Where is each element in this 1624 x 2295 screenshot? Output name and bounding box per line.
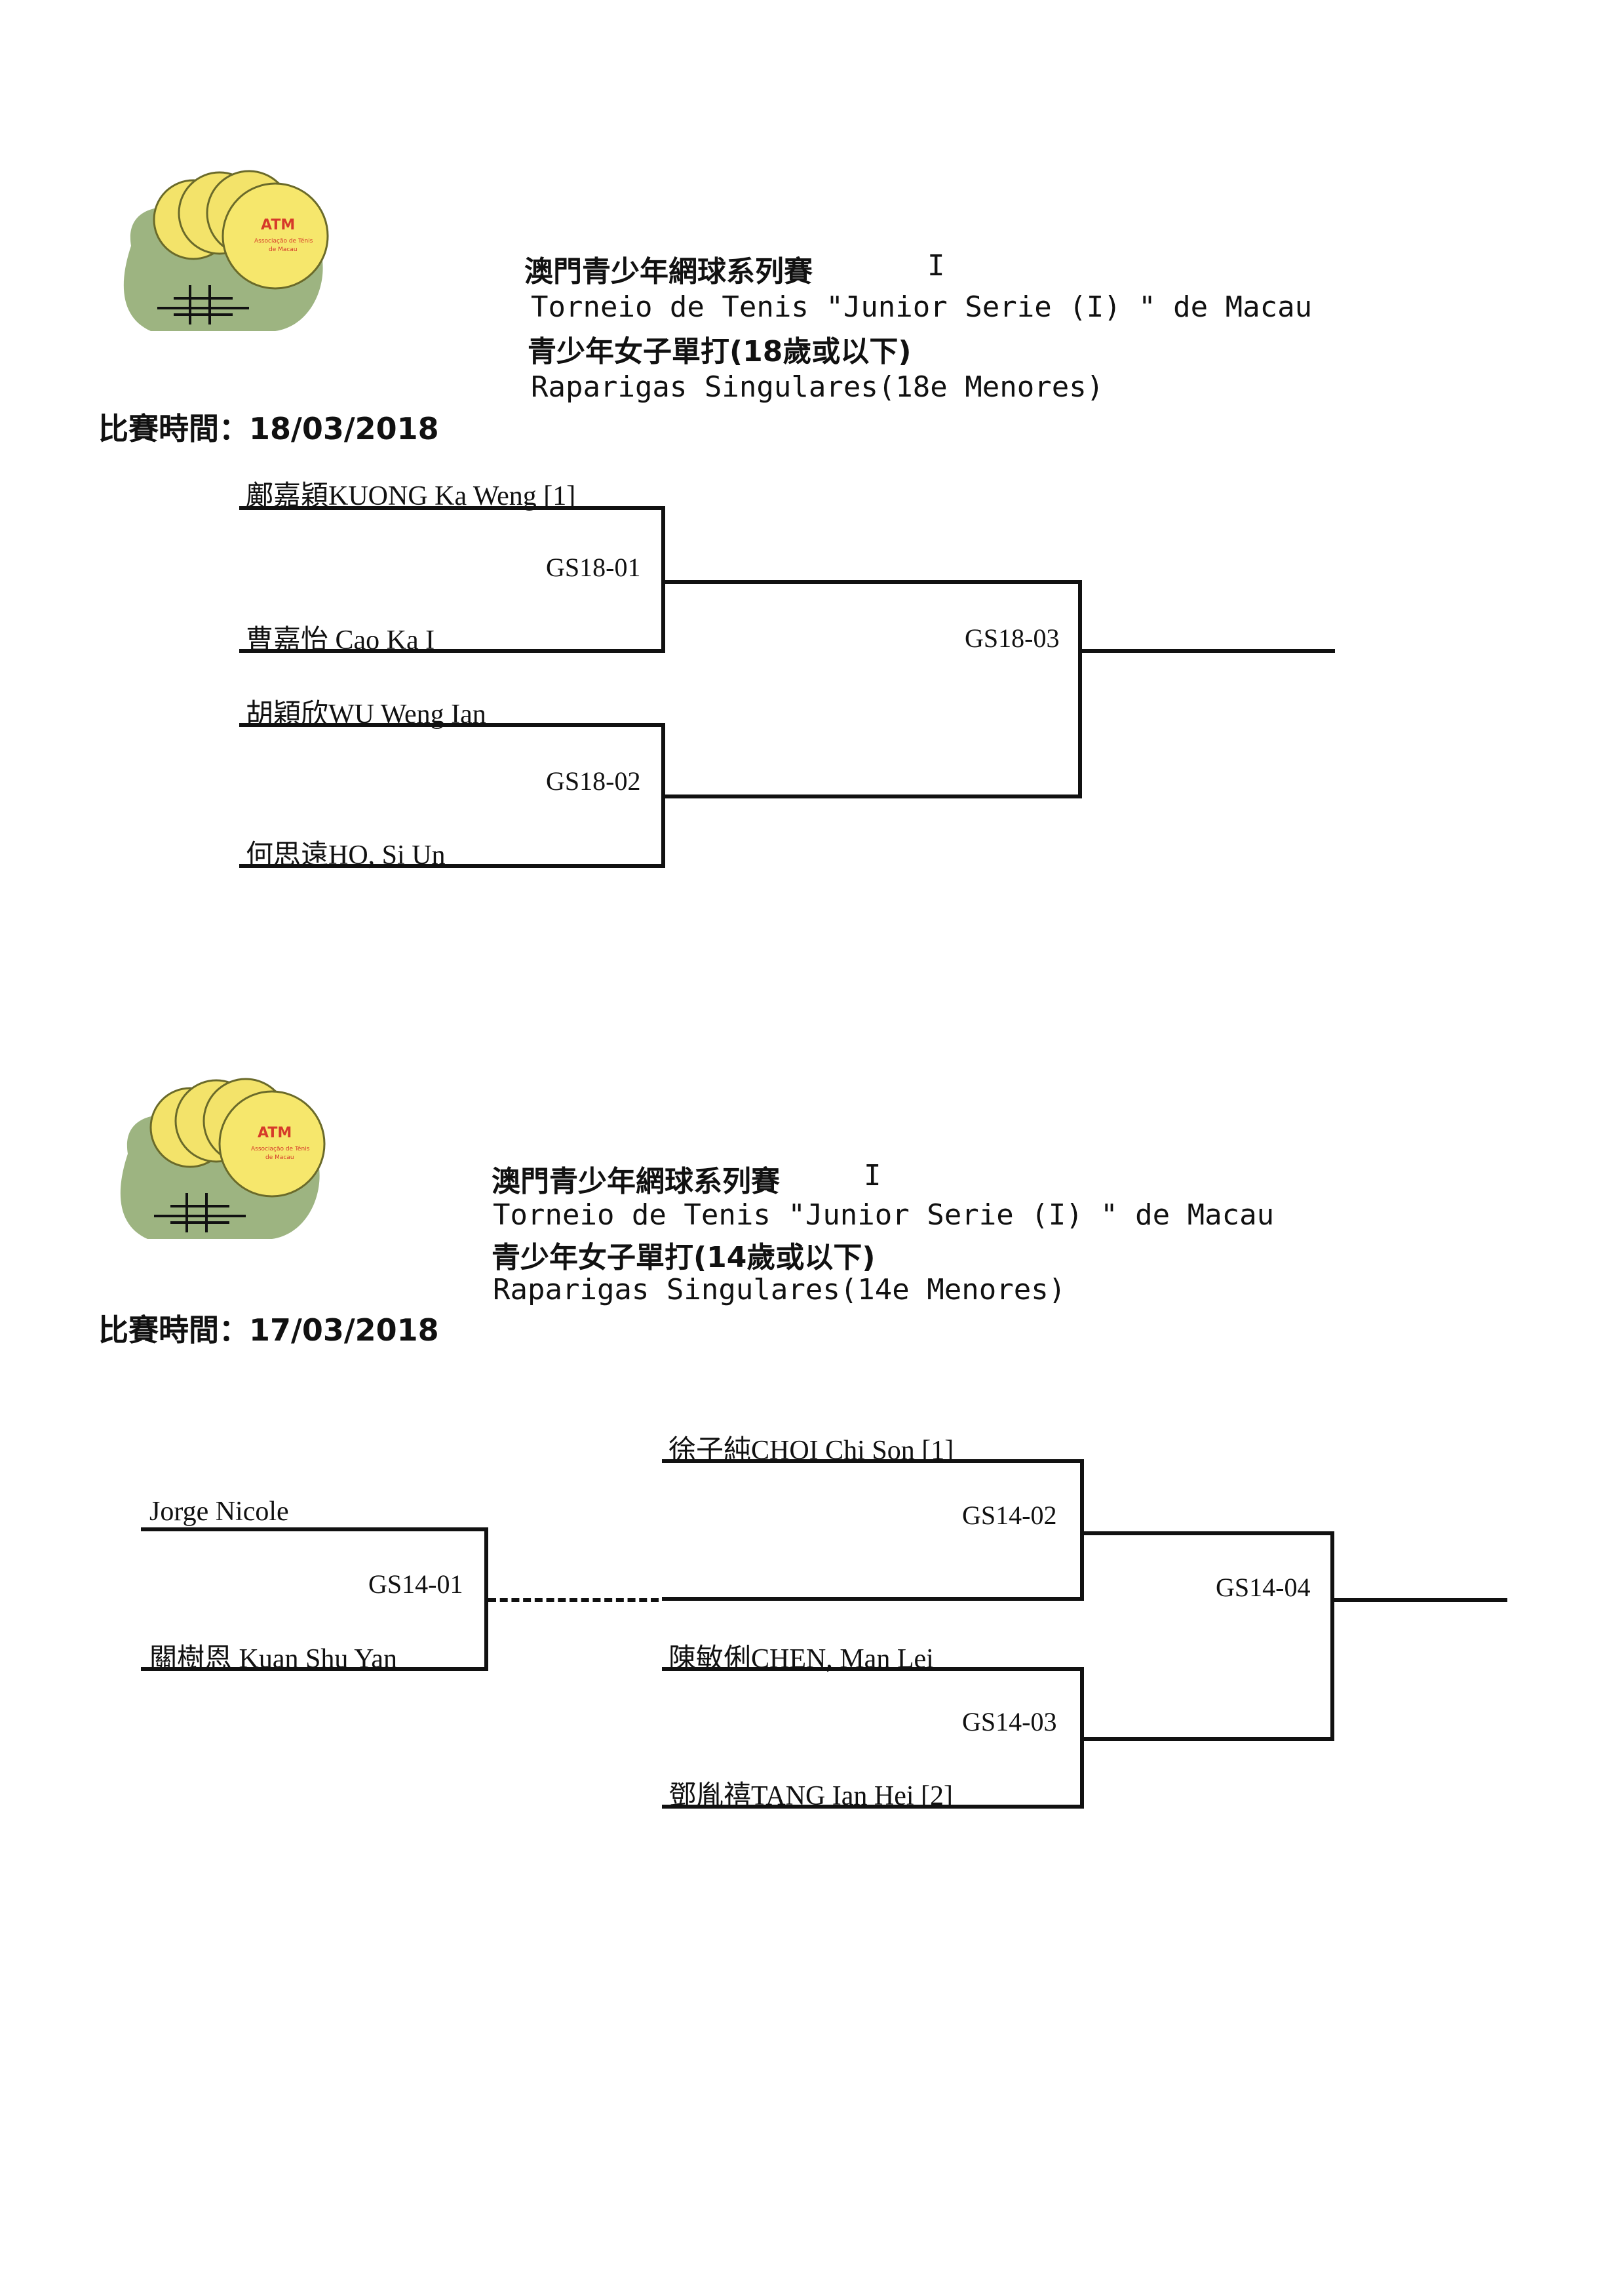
- tournament-roman-1: I: [927, 249, 945, 283]
- player-slot: Jorge Nicole: [149, 1497, 289, 1527]
- bracket-line: [661, 580, 1082, 584]
- match-date-2: 比賽時間：17/03/2018: [98, 1312, 439, 1348]
- tournament-title-cn-2: 澳門青少年網球系列賽: [492, 1165, 780, 1198]
- tournament-title-cn-1: 澳門青少年網球系列賽: [524, 255, 813, 288]
- bracket-line: [239, 506, 665, 510]
- match-code: GS18-03: [965, 623, 1060, 653]
- event-title-cn-1: 青少年女子單打(18歲或以下): [528, 335, 912, 368]
- match-code: GS14-02: [962, 1501, 1057, 1530]
- logo-mark-1: ATM: [261, 217, 295, 233]
- match-date-1: 比賽時間：18/03/2018: [98, 411, 439, 446]
- bracket-line: [1080, 1737, 1334, 1741]
- bracket-dashed-connector: [488, 1598, 659, 1602]
- logo-mark-2: ATM: [258, 1125, 292, 1141]
- svg-text:Associação de Ténis: Associação de Ténis: [251, 1145, 310, 1152]
- bracket-line: [1078, 580, 1082, 798]
- match-code: GS18-02: [546, 766, 641, 796]
- logo-1: ATM Associação de Ténis de Macau: [111, 167, 341, 341]
- bracket-line: [662, 1805, 1084, 1809]
- bracket-line: [141, 1527, 488, 1531]
- tournament-title-pt-1: Torneio de Tenis "Junior Serie (I) " de …: [531, 290, 1313, 324]
- bracket-line: [1330, 1531, 1334, 1741]
- bracket-line: [1080, 1531, 1334, 1535]
- bracket-line: [662, 1459, 1084, 1463]
- bracket-line: [484, 1527, 488, 1671]
- bracket-line: [239, 649, 665, 653]
- bracket-line: [661, 506, 665, 653]
- bracket-line: [141, 1667, 488, 1671]
- tournament-roman-2: I: [864, 1159, 881, 1192]
- match-code: GS14-01: [368, 1569, 463, 1599]
- bracket-line: [1078, 649, 1335, 653]
- svg-text:de Macau: de Macau: [269, 246, 298, 253]
- bracket-line: [1080, 1459, 1084, 1601]
- event-title-pt-2: Raparigas Singulares(14e Menores): [493, 1273, 1066, 1306]
- match-code: GS18-01: [546, 553, 641, 582]
- bracket-line: [1330, 1598, 1507, 1602]
- event-title-cn-2: 青少年女子單打(14歲或以下): [492, 1241, 876, 1274]
- match-code: GS14-03: [962, 1707, 1057, 1736]
- bracket-line: [239, 864, 665, 868]
- bracket-line: [662, 1597, 1084, 1601]
- event-title-pt-1: Raparigas Singulares(18e Menores): [531, 370, 1104, 404]
- match-code: GS14-04: [1216, 1573, 1311, 1602]
- logo-2: ATM Associação de Ténis de Macau: [108, 1075, 338, 1249]
- bracket-line: [239, 723, 665, 727]
- svg-text:de Macau: de Macau: [265, 1154, 294, 1161]
- bracket-line: [662, 1667, 1084, 1671]
- tournament-title-pt-2: Torneio de Tenis "Junior Serie (I) " de …: [493, 1198, 1275, 1232]
- bracket-line: [661, 794, 1082, 798]
- svg-text:Associação de Ténis: Associação de Ténis: [254, 237, 313, 245]
